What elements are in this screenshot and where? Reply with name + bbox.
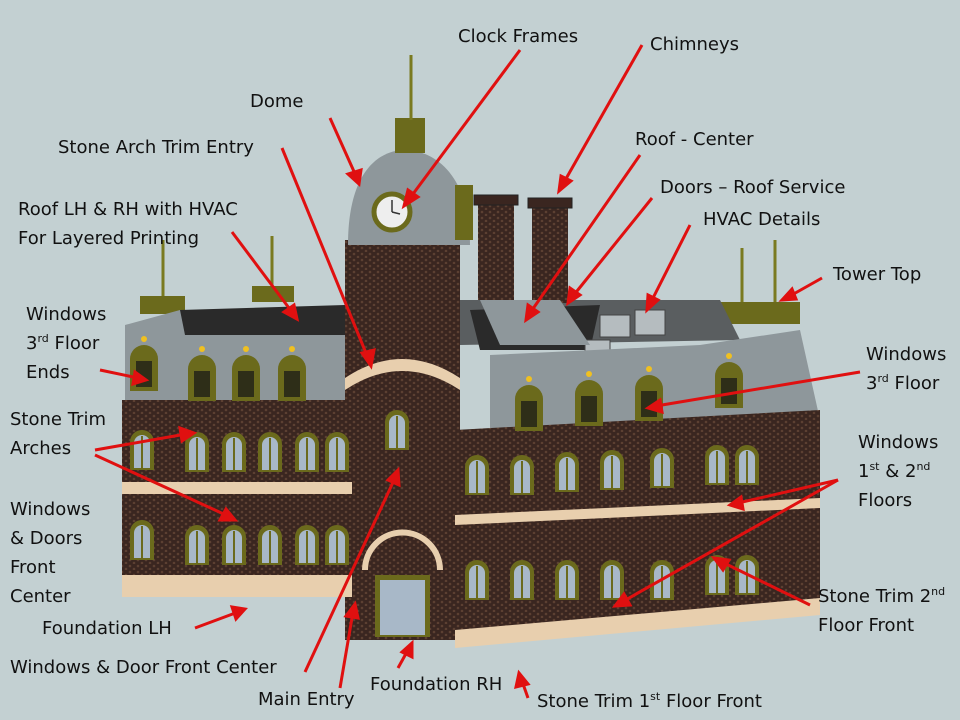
label-hvac-details: HVAC Details xyxy=(703,209,821,230)
label-windows-door-front-center: Windows & Door Front Center xyxy=(10,657,277,678)
label-dome: Dome xyxy=(250,91,304,112)
foundation-lh xyxy=(122,575,352,597)
stone-trim-2nd-floor xyxy=(122,482,352,494)
label-line: Floors xyxy=(858,490,913,511)
label-part: Floor xyxy=(48,333,100,354)
label-part: Stone Trim 1 xyxy=(537,691,651,712)
label-part: Stone Trim 2 xyxy=(818,586,932,607)
label-windows-3rd-floor: Windows 3rd Floor xyxy=(866,340,946,398)
chimneys xyxy=(473,194,573,303)
label-line: Stone Trim 2nd xyxy=(818,582,945,611)
label-doors-roof-service: Doors – Roof Service xyxy=(660,177,846,198)
label-part: Floor xyxy=(888,373,940,394)
label-foundation-rh: Foundation RH xyxy=(370,674,503,695)
label-windows-doors-front-center: Windows & Doors Front Center xyxy=(10,495,90,611)
label-line: For Layered Printing xyxy=(18,228,200,249)
label-stone-trim-2nd-floor-front: Stone Trim 2nd Floor Front xyxy=(818,582,945,640)
label-line: 3rd Floor xyxy=(26,329,106,358)
roof-service-block xyxy=(480,300,590,345)
label-stone-arch-trim-entry: Stone Arch Trim Entry xyxy=(58,137,254,158)
label-stone-trim-1st-floor-front: Stone Trim 1st Floor Front xyxy=(537,687,762,716)
label-windows-1st-2nd-floors: Windows 1st & 2nd Floors xyxy=(858,428,938,515)
label-part: nd xyxy=(916,460,931,473)
label-tower-top: Tower Top xyxy=(833,264,922,285)
label-part: 3 xyxy=(26,333,38,354)
label-line: Floor Front xyxy=(818,615,915,636)
tower-top-right xyxy=(715,240,800,324)
stone-arch-trim-entry xyxy=(345,359,460,390)
label-part: Floor Front xyxy=(660,691,762,712)
foundation-rh xyxy=(455,598,820,648)
label-foundation-lh: Foundation LH xyxy=(42,618,172,639)
label-clock-frames: Clock Frames xyxy=(458,26,579,47)
label-line: Windows xyxy=(866,344,947,365)
label-line: & Doors xyxy=(10,528,83,549)
label-part: rd xyxy=(37,332,49,345)
label-stone-trim-arches: Stone Trim Arches xyxy=(10,405,106,463)
label-roof-center: Roof - Center xyxy=(635,129,754,150)
label-roof-lh-rh: Roof LH & RH with HVAC For Layered Print… xyxy=(18,195,238,253)
label-line: Windows xyxy=(10,499,91,520)
label-part: st xyxy=(869,460,880,473)
label-part: & 2 xyxy=(879,461,917,482)
label-windows-3rd-floor-ends: Windows 3rd Floor Ends xyxy=(26,300,106,387)
label-chimneys: Chimneys xyxy=(650,34,740,55)
label-line: Arches xyxy=(10,438,72,459)
label-part: 3 xyxy=(866,373,878,394)
label-main-entry: Main Entry xyxy=(258,689,355,710)
label-line: Windows xyxy=(26,304,107,325)
label-part: st xyxy=(650,690,661,703)
callout-arrows xyxy=(94,44,861,699)
label-line: Front xyxy=(10,557,56,578)
label-line: Roof LH & RH with HVAC xyxy=(18,199,238,220)
tower-top-left xyxy=(140,236,294,314)
label-part: 1 xyxy=(858,461,870,482)
label-line: Stone Trim xyxy=(10,409,106,430)
label-line: 3rd Floor xyxy=(866,369,946,398)
label-line: 1st & 2nd xyxy=(858,457,938,486)
label-line: Windows xyxy=(858,432,939,453)
label-part: rd xyxy=(877,372,889,385)
label-line: Center xyxy=(10,586,71,607)
label-part: nd xyxy=(931,585,946,598)
label-line: Ends xyxy=(26,362,70,383)
